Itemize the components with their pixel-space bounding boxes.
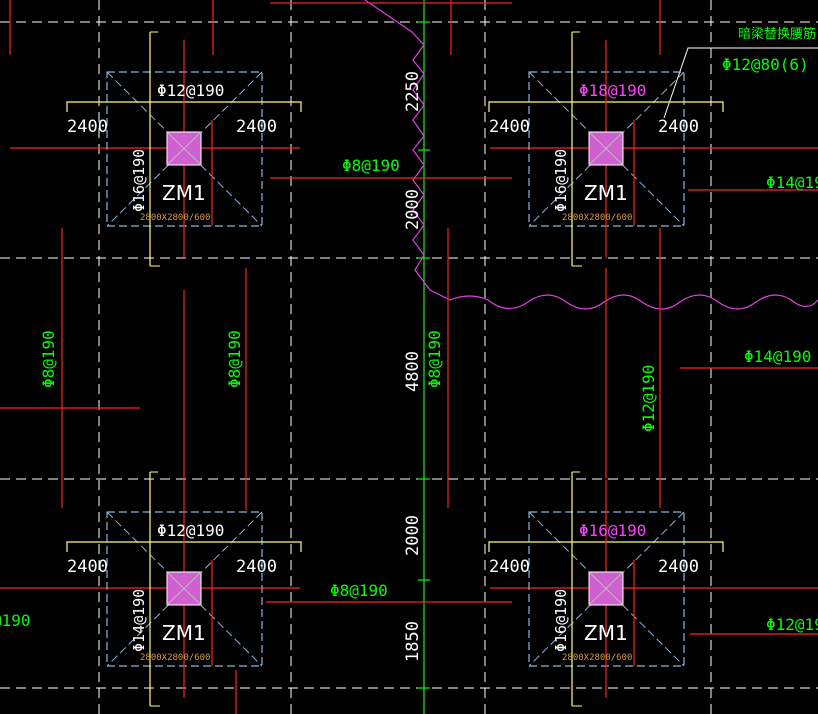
annotation-spec: Φ12@80(6) [722, 55, 809, 74]
footing-side-rebar-label: Φ16@190 [552, 149, 570, 212]
footing-left-dim-label: 2400 [67, 557, 108, 577]
footing-top-rebar-label: Φ16@190 [579, 521, 646, 540]
rebar-label-h-mid-top: Φ8@190 [342, 156, 400, 175]
rebar-label-v-center: Φ8@190 [425, 330, 444, 388]
rebar-label-v-right: Φ12@190 [639, 365, 658, 432]
revision-cloud [364, 0, 818, 310]
footing-side-rebar-label: Φ16@190 [130, 149, 148, 212]
footing-size-label: 2800X2800/600 [140, 653, 210, 663]
annotation-header: 暗梁替换腰筋 [738, 26, 816, 42]
footing-id-label: ZM1 [584, 181, 628, 205]
footing-side-rebar-label: Φ16@190 [552, 589, 570, 652]
footing-id-label: ZM1 [162, 621, 206, 645]
rebar-label-v-center-left: Φ8@190 [225, 330, 244, 388]
rebar-label-right-top: Φ14@190 [766, 173, 818, 192]
dim-label-2250: 2250 [403, 71, 423, 112]
footing-right-dim-label: 2400 [236, 117, 277, 137]
footing-id-label: ZM1 [162, 181, 206, 205]
rebar-label-right-bottom: Φ12@190 [766, 615, 818, 634]
footing-size-label: 2800X2800/600 [562, 213, 632, 223]
dim-label-1850: 1850 [403, 621, 423, 662]
dim-label-2000-a: 2000 [403, 189, 423, 230]
column-cross [588, 571, 624, 606]
footing-left-dim-label: 2400 [489, 557, 530, 577]
footing-size-label: 2800X2800/600 [562, 653, 632, 663]
footing-left-dim-label: 2400 [67, 117, 108, 137]
dim-label-2000-b: 2000 [403, 515, 423, 556]
rebar-label-v-left: Φ8@190 [39, 330, 58, 388]
annotation-leader [663, 47, 818, 119]
column-cross [166, 131, 202, 166]
rebar-label-left-bottom: @190 [0, 611, 31, 630]
column-cross [588, 131, 624, 166]
footing-size-label: 2800X2800/600 [140, 213, 210, 223]
footing-right-dim-label: 2400 [658, 557, 699, 577]
footing-top-rebar-label: Φ18@190 [579, 81, 646, 100]
footing-left-dim-label: 2400 [489, 117, 530, 137]
footing-side-rebar-label: Φ14@190 [130, 589, 148, 652]
footing-top-rebar-label: Φ12@190 [157, 521, 224, 540]
rebar-label-right-middle: Φ14@190 [744, 347, 811, 366]
rebar-label-h-mid-bottom: Φ8@190 [330, 581, 388, 600]
center-dimension-line [418, 0, 430, 714]
column-cross [166, 571, 202, 606]
dim-label-4800: 4800 [403, 351, 423, 392]
footing-top-rebar-label: Φ12@190 [157, 81, 224, 100]
footing-right-dim-label: 2400 [658, 117, 699, 137]
footing-id-label: ZM1 [584, 621, 628, 645]
footing-right-dim-label: 2400 [236, 557, 277, 577]
